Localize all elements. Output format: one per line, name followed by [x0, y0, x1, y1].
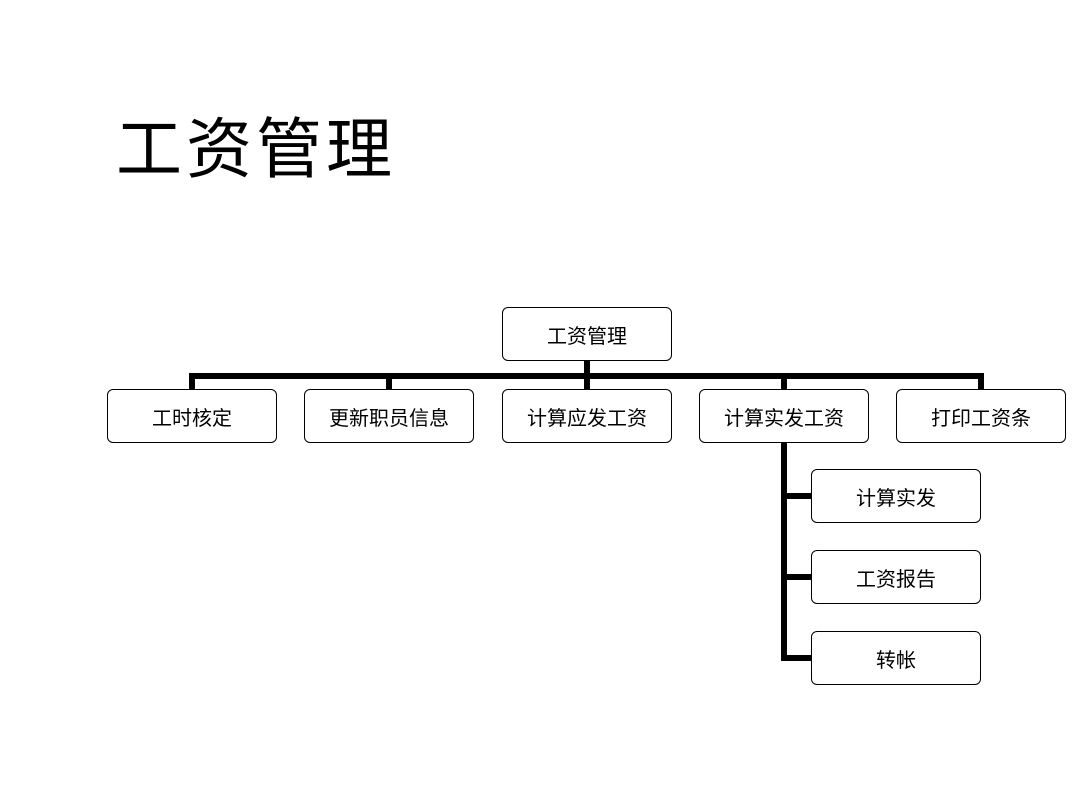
node-sub-1: 计算实发 [811, 469, 981, 523]
node-sub-3: 转帐 [811, 631, 981, 685]
node-child-2: 更新职员信息 [304, 389, 474, 443]
node-sub-2: 工资报告 [811, 550, 981, 604]
slide-title: 工资管理 [116, 111, 396, 188]
node-child-1: 工时核定 [107, 389, 277, 443]
node-child-5: 打印工资条 [896, 389, 1066, 443]
node-child-3: 计算应发工资 [502, 389, 672, 443]
node-root: 工资管理 [502, 307, 672, 361]
node-child-4: 计算实发工资 [699, 389, 869, 443]
